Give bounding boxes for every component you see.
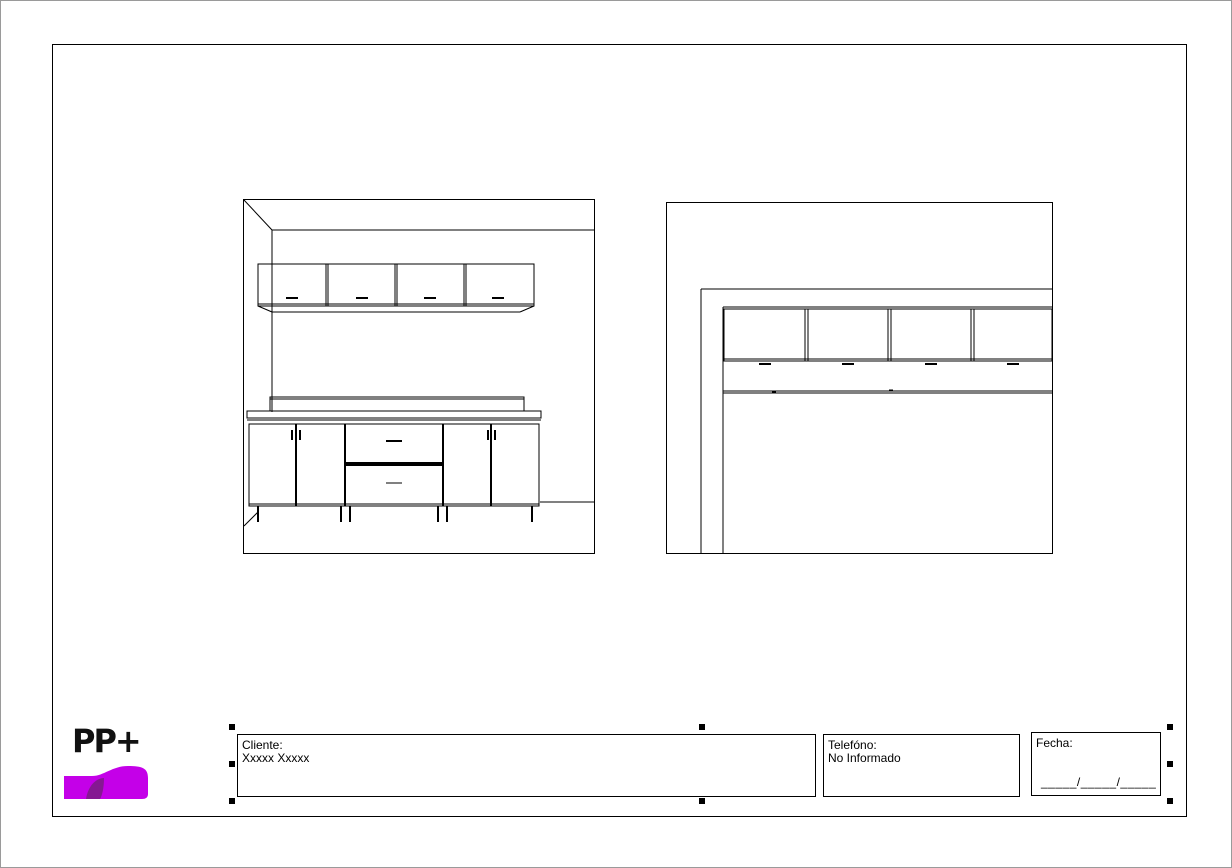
selection-handle-middle-right[interactable] [1167, 761, 1173, 767]
cliente-field[interactable]: Cliente: Xxxxx Xxxxx [237, 734, 816, 797]
selection-handle-bottom-right[interactable] [1167, 798, 1173, 804]
selection-handle-top-left[interactable] [229, 724, 235, 730]
front-elevation-drawing [244, 200, 594, 527]
fecha-field[interactable]: Fecha: _____/_____/_____ [1031, 732, 1161, 796]
telefono-field[interactable]: Telefóno: No Informado [823, 734, 1020, 797]
front-elevation-view[interactable] [243, 199, 595, 554]
logo-text: PP+ [72, 722, 142, 760]
cliente-value: Xxxxx Xxxxx [242, 751, 310, 765]
selection-handle-top-right[interactable] [1167, 724, 1173, 730]
selection-handle-bottom-center[interactable] [699, 798, 705, 804]
company-logo: PP+ [62, 722, 152, 802]
plan-view[interactable] [666, 202, 1053, 554]
logo-swoosh-icon [64, 766, 148, 799]
fecha-label: Fecha: [1036, 736, 1073, 750]
telefono-label: Telefóno: [828, 738, 877, 752]
fecha-value: _____/_____/_____ [1041, 775, 1157, 789]
drawing-sheet-frame [52, 44, 1187, 817]
cliente-label: Cliente: [242, 738, 283, 752]
selection-handle-middle-left[interactable] [229, 761, 235, 767]
plan-view-drawing [700, 288, 1052, 553]
selection-handle-top-center[interactable] [699, 724, 705, 730]
selection-handle-bottom-left[interactable] [229, 798, 235, 804]
telefono-value: No Informado [828, 751, 901, 765]
